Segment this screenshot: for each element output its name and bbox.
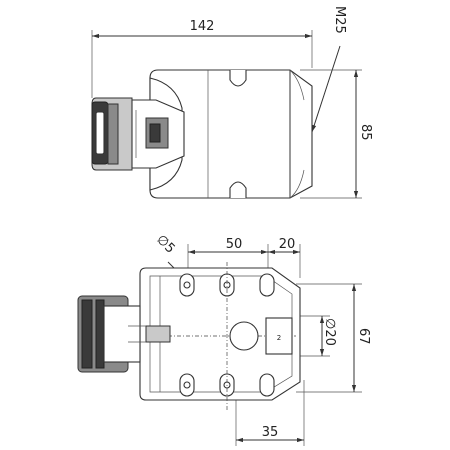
bottom-slot	[229, 181, 247, 198]
bore-diameter-label: ∅20	[322, 318, 337, 346]
svg-text:∅20: ∅20	[322, 318, 337, 346]
thread-label-m25: M25	[332, 6, 347, 34]
plug-ring-2	[95, 299, 105, 369]
dimension-85: 85	[358, 124, 373, 141]
gland-boss	[265, 317, 293, 355]
gland-bore	[229, 321, 259, 351]
svg-text:∅5: ∅5	[153, 232, 177, 256]
plug-neck	[103, 305, 141, 363]
cap-band	[107, 103, 119, 165]
dimension-50: 50	[226, 237, 243, 252]
hole-diameter-label: ∅5	[153, 232, 177, 256]
mounting-hole-center	[183, 281, 191, 289]
base-plate	[139, 267, 301, 401]
bottom-view: 50 20 ∅5 35 67 ∅20	[77, 232, 371, 446]
mounting-hole	[259, 273, 275, 297]
mounting-hole	[259, 373, 275, 397]
latch-tab	[145, 325, 171, 343]
top-slot	[229, 70, 247, 87]
part-mark: 2	[277, 334, 281, 342]
gland-curve-bottom	[289, 169, 305, 199]
dimension-35: 35	[262, 425, 279, 440]
plug-ring-1	[81, 299, 93, 369]
latch-pin	[149, 123, 161, 143]
mounting-hole-center	[183, 381, 191, 389]
cap-window	[95, 111, 105, 155]
thread-leader	[311, 45, 341, 133]
top-view: 142 M25 85	[91, 6, 373, 199]
dimension-20: 20	[279, 237, 296, 252]
dimension-67: 67	[356, 328, 371, 345]
mounting-holes-top	[179, 273, 275, 297]
gland-curve-top	[289, 69, 305, 101]
dimension-142: 142	[190, 19, 215, 34]
